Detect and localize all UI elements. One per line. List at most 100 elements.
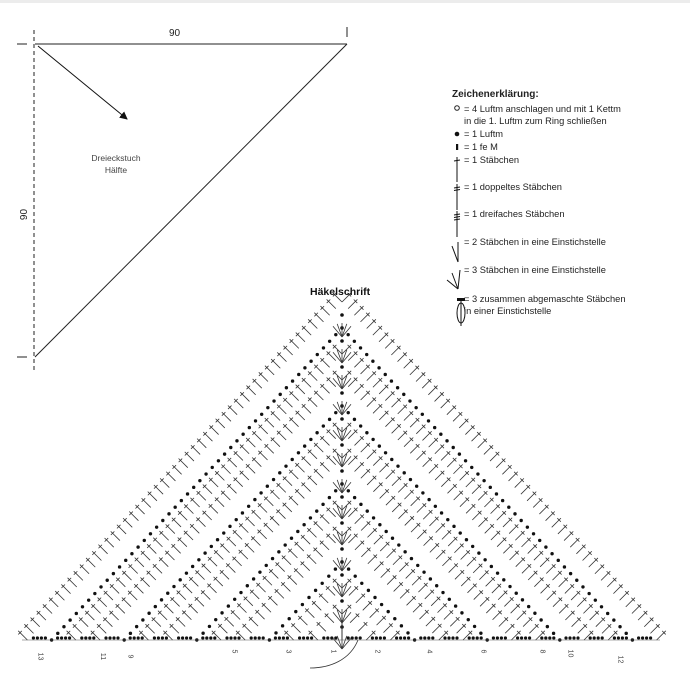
stitch-mark [606, 577, 617, 588]
chain-dot [637, 636, 641, 640]
stitch-mark [295, 384, 306, 395]
stitch-mark [301, 482, 311, 492]
stitch-crossbar [538, 498, 543, 503]
stitch-crossbar [557, 570, 562, 575]
stitch-crossbar [48, 597, 53, 602]
chain-dot [519, 518, 523, 523]
chain-dot [310, 636, 314, 640]
stitch-mark [360, 364, 371, 375]
fan-stitch [341, 531, 348, 546]
stitch-crossbar [643, 610, 648, 615]
stitch-crossbar [211, 630, 216, 635]
stitch-mark [416, 503, 427, 513]
chain-dot [128, 631, 133, 636]
fan-stitch [336, 349, 343, 364]
stitch-mark [72, 623, 83, 634]
stitch-crossbar [319, 540, 324, 545]
chain-dot [340, 573, 344, 577]
chain-dot [321, 424, 326, 428]
stitch-mark [196, 490, 207, 501]
stitch-crossbar [171, 517, 176, 522]
chain-dot [378, 522, 382, 527]
stitch-crossbar [465, 550, 471, 555]
fan-stitch [341, 586, 352, 598]
stitch-mark [459, 470, 470, 481]
chain-dot [222, 452, 227, 456]
chain-dot [575, 578, 579, 582]
chain-dot [340, 599, 344, 603]
fan-stitch [341, 612, 352, 624]
stitch-crossbar [390, 417, 395, 422]
stitch-crossbar [353, 507, 358, 512]
row-number: 8 [538, 649, 546, 654]
stitch-crossbar [332, 344, 337, 349]
fan-stitch [341, 404, 352, 416]
stitch-crossbar [489, 445, 494, 450]
chain-dot [235, 439, 239, 443]
fan-stitch [336, 609, 343, 624]
stitch-crossbar [353, 455, 358, 460]
stitch-mark [386, 575, 397, 585]
stitch-crossbar [347, 500, 352, 505]
stitch-mark [440, 450, 451, 461]
chain-dot [472, 624, 477, 629]
stitch-crossbar [145, 623, 150, 628]
stitch-crossbar [497, 583, 502, 588]
stitch-mark [233, 477, 244, 487]
stitch-mark [221, 411, 232, 422]
stitch-crossbar [244, 542, 249, 548]
stitch-mark [190, 497, 200, 508]
stitch-mark [163, 630, 173, 641]
chain-dot [479, 631, 483, 635]
stitch-crossbar [379, 534, 384, 539]
stitch-mark [17, 630, 28, 641]
stitch-crossbar [262, 575, 267, 580]
fan-stitch [341, 583, 348, 598]
chain-dot [568, 571, 573, 576]
chain-dot [272, 399, 276, 403]
stitch-crossbar [446, 451, 451, 456]
stitch-crossbar [522, 610, 527, 615]
chain-dot [624, 636, 629, 640]
stitch-mark [219, 569, 230, 580]
stitch-mark [429, 516, 439, 527]
stitch-crossbar [433, 437, 439, 442]
stitch-crossbar [134, 583, 139, 589]
stitch-mark [366, 371, 377, 381]
chain-dot [379, 602, 384, 607]
chain-dot [201, 636, 205, 640]
stitch-crossbar [264, 417, 269, 422]
stitch-mark [251, 509, 262, 520]
stitch-mark [447, 536, 458, 547]
chain-dot [284, 386, 289, 390]
stitch-mark [307, 475, 318, 486]
stitch-crossbar [353, 429, 358, 434]
stitch-mark [577, 623, 588, 634]
stitch-crossbar [403, 509, 408, 514]
stitch-crossbar [313, 390, 319, 395]
stitch-mark [300, 561, 311, 571]
chain-dot [453, 604, 458, 608]
stitch-crossbar [184, 451, 189, 456]
stitch-mark [390, 630, 400, 641]
stitch-crossbar [437, 623, 442, 628]
stitch-crossbar [301, 482, 306, 487]
stitch-mark [332, 526, 343, 537]
stitch-crossbar [421, 450, 426, 455]
chain-dot [216, 459, 221, 463]
stitch-mark [326, 299, 337, 309]
stitch-crossbar [245, 516, 250, 521]
stitch-mark [465, 477, 476, 488]
stitch-crossbar [258, 372, 263, 377]
chain-dot [482, 478, 486, 483]
stitch-crossbar [115, 577, 121, 582]
stitch-crossbar [311, 600, 316, 605]
stitch-crossbar [66, 630, 71, 635]
stitch-mark [264, 417, 275, 428]
stitch-mark [404, 515, 415, 526]
stitch-crossbar [67, 577, 72, 582]
stitch-mark [456, 623, 467, 634]
chain-dot [402, 392, 406, 397]
chain-dot [408, 399, 412, 403]
stitch-mark [96, 623, 107, 634]
